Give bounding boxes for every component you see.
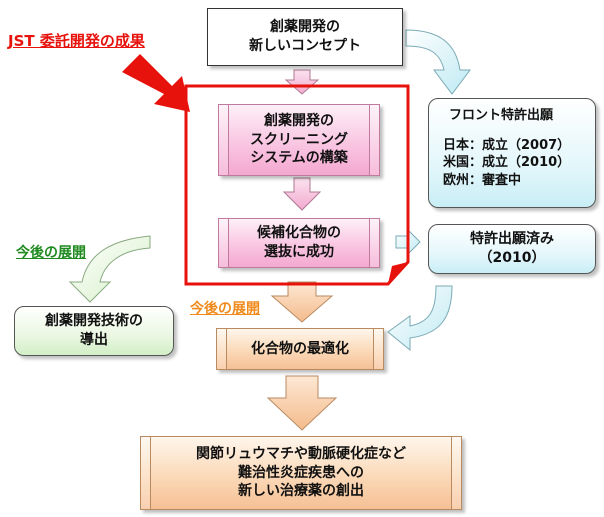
arrow-optimization-to-final-icon — [266, 375, 338, 431]
jst-result-label: JST 委託開発の成果 — [8, 32, 145, 50]
tech-transfer-box: 創薬開発技術の 導出 — [14, 306, 174, 356]
front-patent-us: 米国：成立（2010） — [443, 155, 571, 171]
candidate-line-2: 選抜に成功 — [264, 244, 334, 260]
tech-transfer-line-1: 創薬開発技術の — [45, 313, 143, 330]
candidate-box: 候補化合物の 選抜に成功 — [218, 218, 380, 268]
future-green-label: 今後の展開 — [16, 245, 86, 261]
final-box: 関節リュウマチや動脈硬化症など 難治性炎症疾患への 新しい治療薬の創出 — [140, 436, 462, 510]
future-orange-label: 今後の展開 — [190, 301, 260, 317]
arrow-patent-to-optimization-icon — [387, 285, 453, 352]
screening-box: 創薬開発の スクリーニング システムの構築 — [218, 104, 380, 176]
final-line-1: 関節リュウマチや動脈硬化症など — [196, 445, 406, 462]
arrow-candidate-to-optimization-icon — [270, 281, 334, 323]
screening-line-2: スクリーニング — [250, 131, 348, 148]
final-line-3: 新しい治療薬の創出 — [238, 483, 364, 500]
candidate-line-1: 候補化合物の — [257, 225, 341, 242]
patent-filed-line-2: （2010） — [478, 250, 546, 266]
screening-line-1: 創薬開発の — [264, 112, 334, 129]
arrow-concept-to-front-patent-icon — [405, 29, 471, 95]
screening-line-3: システムの構築 — [250, 150, 348, 167]
front-patent-title: フロント特許出願 — [449, 108, 554, 123]
front-patent-box: フロント特許出願 日本：成立（2007） 米国：成立（2010） 欧州：審査中 — [428, 98, 596, 208]
concept-line-1: 創薬開発の — [270, 19, 340, 36]
arrow-to-tech-transfer-icon — [68, 235, 151, 303]
concept-line-2: 新しいコンセプト — [249, 38, 361, 54]
patent-filed-box: 特許出願済み （2010） — [428, 224, 596, 274]
red-pointer-arrow-icon — [122, 54, 190, 112]
optimization-box: 化合物の最適化 — [216, 328, 384, 370]
front-patent-japan: 日本：成立（2007） — [443, 137, 571, 153]
front-patent-europe: 欧州：審査中 — [443, 172, 522, 188]
optimization-text: 化合物の最適化 — [251, 340, 349, 357]
concept-box: 創薬開発の 新しいコンセプト — [207, 8, 403, 66]
arrow-concept-to-screening-icon — [284, 69, 320, 95]
final-line-2: 難治性炎症疾患への — [238, 464, 364, 481]
jst-highlight-frame — [184, 84, 410, 286]
patent-filed-line-1: 特許出願済み — [470, 231, 554, 248]
arrow-screening-to-candidate-icon — [282, 177, 322, 211]
tech-transfer-line-2: 導出 — [80, 332, 108, 348]
